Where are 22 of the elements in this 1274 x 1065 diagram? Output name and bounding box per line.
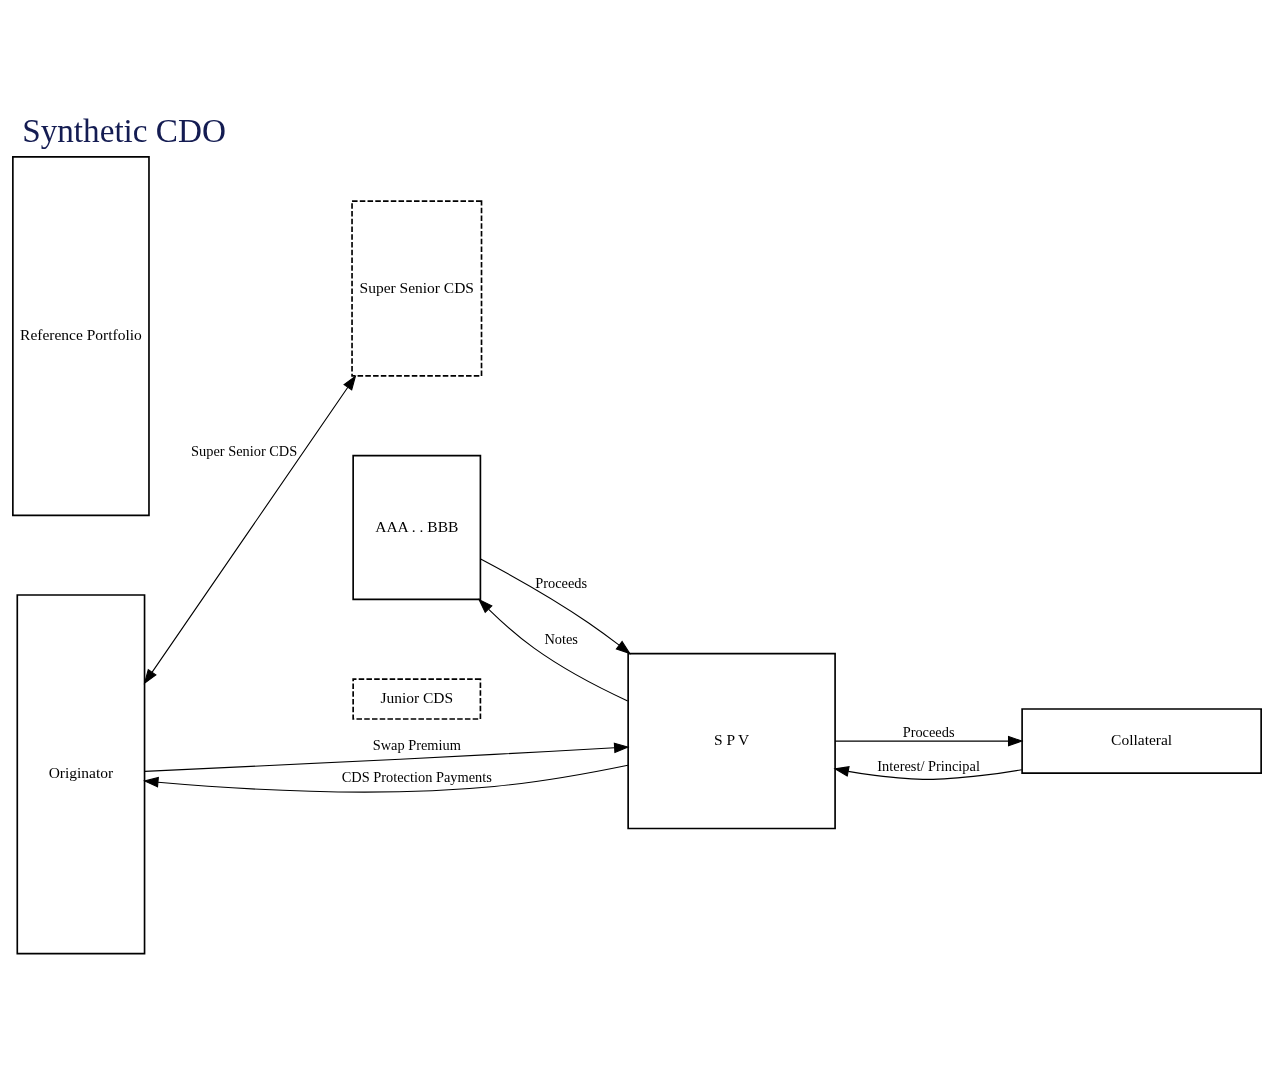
edge-label: CDS Protection Payments — [341, 769, 492, 786]
arrow — [480, 558, 632, 655]
node-box: AAA . . BBB — [352, 454, 482, 601]
node-box: Originator — [16, 594, 146, 955]
edge-label: Interest/ Principal — [877, 758, 980, 775]
edge-label: Swap Premium — [372, 737, 461, 754]
edge-label: Proceeds — [535, 574, 588, 591]
node-box: S P V — [627, 652, 836, 830]
arrow — [834, 735, 1024, 747]
edge-label: Notes — [544, 631, 578, 648]
arrow — [833, 766, 1023, 780]
arrow — [143, 764, 629, 793]
edge-label: Proceeds — [902, 724, 955, 741]
node-box: Collateral — [1021, 708, 1262, 775]
arrow — [143, 374, 357, 685]
edge-label: Super Senior CDS — [191, 443, 298, 460]
arrow — [144, 742, 630, 772]
arrow — [477, 598, 629, 702]
diagram-title: Synthetic CDO — [22, 112, 226, 150]
node-box: Junior CDS — [352, 678, 482, 720]
node-box: Reference Portfolio — [12, 155, 150, 517]
node-box: Super Senior CDS — [351, 200, 483, 377]
